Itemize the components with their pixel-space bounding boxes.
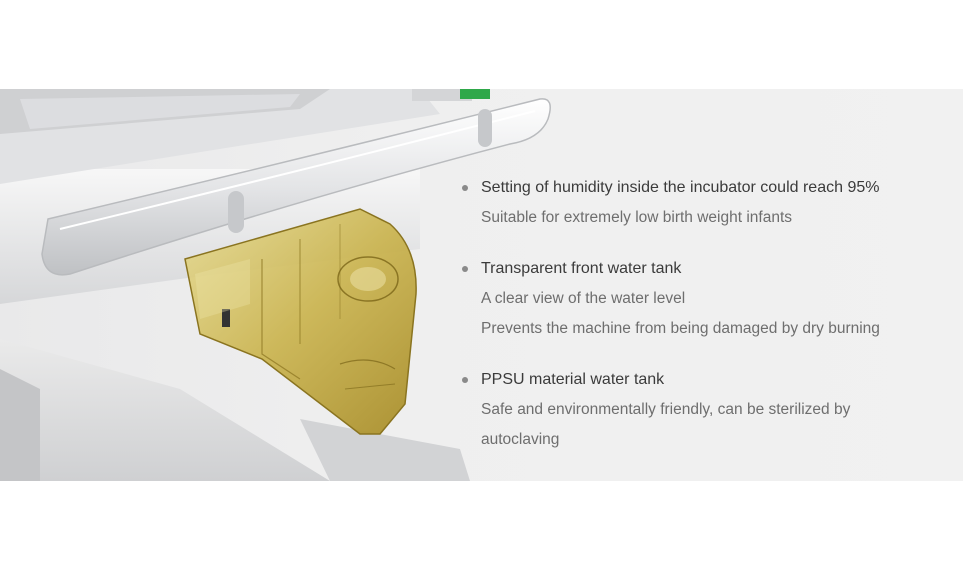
feature-description: Safe and environmentally friendly, can b… xyxy=(481,401,851,418)
feature-item-ppsu: PPSU material water tank Safe and enviro… xyxy=(462,365,942,455)
feature-title: Transparent front water tank xyxy=(462,254,942,284)
feature-description: Suitable for extremely low birth weight … xyxy=(481,209,793,226)
feature-title: PPSU material water tank xyxy=(462,365,942,395)
feature-description: autoclaving xyxy=(481,431,560,448)
feature-title-text: Setting of humidity inside the incubator… xyxy=(481,179,880,196)
bullet-dot-icon xyxy=(462,266,468,272)
bullet-dot-icon xyxy=(462,185,468,191)
feature-title-text: PPSU material water tank xyxy=(481,371,665,388)
feature-banner: Setting of humidity inside the incubator… xyxy=(0,89,963,481)
feature-list: Setting of humidity inside the incubator… xyxy=(462,173,942,476)
feature-title-text: Transparent front water tank xyxy=(481,260,682,277)
bullet-dot-icon xyxy=(462,377,468,383)
feature-item-water-tank: Transparent front water tank A clear vie… xyxy=(462,254,942,344)
feature-item-humidity: Setting of humidity inside the incubator… xyxy=(462,173,942,233)
incubator-water-tank-image xyxy=(0,89,551,481)
feature-description: A clear view of the water level xyxy=(481,290,686,307)
feature-description: Prevents the machine from being damaged … xyxy=(481,320,880,337)
feature-title: Setting of humidity inside the incubator… xyxy=(462,173,942,203)
